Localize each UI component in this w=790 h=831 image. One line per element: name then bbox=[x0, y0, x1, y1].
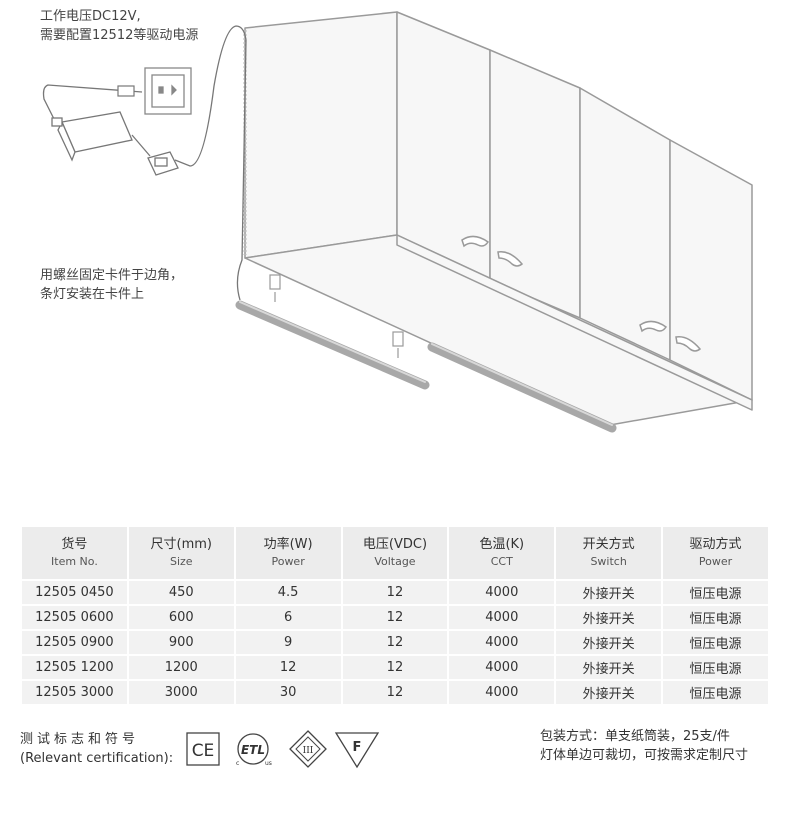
cell-cct: 4000 bbox=[449, 581, 555, 604]
cell-voltage: 12 bbox=[342, 681, 448, 704]
cabinet-bottom-front-edge bbox=[396, 234, 753, 411]
mount-note-line2: 条灯安装在卡件上 bbox=[40, 287, 145, 302]
table-row: 12505 0900 900 9 12 4000 外接开关 恒压电源 bbox=[22, 631, 768, 654]
mounting-clip bbox=[269, 274, 281, 290]
certification-icons: CE ETL c us III F bbox=[186, 730, 380, 769]
door-handle bbox=[639, 320, 668, 333]
etl-c-label: c bbox=[236, 760, 239, 767]
cell-size: 600 bbox=[128, 606, 234, 629]
door-handle bbox=[675, 336, 702, 352]
etl-mark-icon: ETL bbox=[241, 743, 265, 757]
mount-note: 用螺丝固定卡件于边角， 条灯安装在卡件上 bbox=[40, 266, 183, 304]
cell-switch: 外接开关 bbox=[556, 581, 662, 604]
cell-power: 9 bbox=[235, 631, 341, 654]
socket-hole-icon bbox=[171, 84, 177, 96]
cell-drive: 恒压电源 bbox=[663, 606, 768, 629]
class3-mark-inner bbox=[295, 736, 321, 762]
cell-power: 12 bbox=[235, 656, 341, 679]
cell-power: 4.5 bbox=[235, 581, 341, 604]
cell-drive: 恒压电源 bbox=[663, 681, 768, 704]
f-mark-icon: F bbox=[353, 740, 362, 755]
packaging-line1: 包装方式：单支纸筒装，25支/件 bbox=[540, 729, 730, 744]
cell-size: 900 bbox=[128, 631, 234, 654]
cabinet-side-panel bbox=[244, 11, 398, 259]
cell-drive: 恒压电源 bbox=[663, 631, 768, 654]
adapter-connector bbox=[51, 117, 63, 127]
header-voltage: 电压(VDC)Voltage bbox=[342, 527, 448, 579]
cell-switch: 外接开关 bbox=[556, 681, 662, 704]
cell-size: 3000 bbox=[128, 681, 234, 704]
packaging-info: 包装方式：单支纸筒装，25支/件 灯体单边可裁切，可按需求定制尺寸 bbox=[540, 727, 748, 765]
cabinet-door bbox=[669, 139, 753, 401]
power-adapter-side bbox=[57, 120, 76, 162]
power-note-line2: 需要配置12512等驱动电源 bbox=[40, 28, 199, 43]
power-note: 工作电压DC12V, 需要配置12512等驱动电源 bbox=[40, 7, 198, 45]
wall-socket-inner bbox=[151, 74, 185, 108]
class3-mark-frame bbox=[289, 730, 327, 768]
cell-size: 1200 bbox=[128, 656, 234, 679]
cell-voltage: 12 bbox=[342, 606, 448, 629]
table-row: 12505 0450 450 4.5 12 4000 外接开关 恒压电源 bbox=[22, 581, 768, 604]
ce-mark-frame bbox=[186, 732, 220, 766]
power-cable bbox=[174, 25, 247, 301]
mount-note-line1: 用螺丝固定卡件于边角， bbox=[40, 268, 184, 283]
mounting-clip bbox=[392, 331, 404, 347]
cell-drive: 恒压电源 bbox=[663, 581, 768, 604]
header-size: 尺寸(mm)Size bbox=[128, 527, 234, 579]
etl-us-label: us bbox=[265, 760, 272, 767]
certification-label-cn: 测试标志和符号 bbox=[20, 732, 140, 747]
header-cct: 色温(K)CCT bbox=[449, 527, 555, 579]
cell-voltage: 12 bbox=[342, 656, 448, 679]
door-handle bbox=[461, 235, 490, 248]
cell-power: 30 bbox=[235, 681, 341, 704]
cell-item-no: 12505 1200 bbox=[22, 656, 127, 679]
plug-cable bbox=[42, 84, 143, 120]
socket-hole-icon bbox=[158, 86, 164, 94]
led-bar bbox=[235, 300, 430, 390]
table-row: 12505 1200 1200 12 12 4000 外接开关 恒压电源 bbox=[22, 656, 768, 679]
table-row: 12505 0600 600 6 12 4000 外接开关 恒压电源 bbox=[22, 606, 768, 629]
cell-size: 450 bbox=[128, 581, 234, 604]
door-handle bbox=[497, 251, 524, 267]
header-power-watt: 功率(W)Power bbox=[235, 527, 341, 579]
certification-label-en: (Relevant certification): bbox=[20, 751, 174, 766]
ce-mark-icon: CE bbox=[192, 741, 215, 761]
cell-voltage: 12 bbox=[342, 631, 448, 654]
cell-drive: 恒压电源 bbox=[663, 656, 768, 679]
certification-label: 测试标志和符号 (Relevant certification): bbox=[20, 730, 173, 768]
led-bar-highlight bbox=[431, 343, 613, 426]
cabinet-door bbox=[579, 87, 671, 361]
packaging-line2: 灯体单边可裁切，可按需求定制尺寸 bbox=[540, 748, 749, 763]
cell-switch: 外接开关 bbox=[556, 631, 662, 654]
f-mark-frame bbox=[334, 732, 380, 769]
cell-item-no: 12505 0450 bbox=[22, 581, 127, 604]
cabinet-door bbox=[489, 49, 581, 319]
cell-item-no: 12505 0900 bbox=[22, 631, 127, 654]
cell-switch: 外接开关 bbox=[556, 656, 662, 679]
plug-icon bbox=[117, 85, 135, 97]
led-bar bbox=[427, 342, 617, 433]
table-row: 12505 3000 3000 30 12 4000 外接开关 恒压电源 bbox=[22, 681, 768, 704]
power-note-line1: 工作电压DC12V, bbox=[40, 9, 141, 24]
cell-switch: 外接开关 bbox=[556, 606, 662, 629]
connector-box-port bbox=[154, 157, 168, 167]
cell-cct: 4000 bbox=[449, 606, 555, 629]
cell-item-no: 12505 3000 bbox=[22, 681, 127, 704]
cell-cct: 4000 bbox=[449, 656, 555, 679]
etl-mark-circle bbox=[237, 733, 269, 765]
cell-voltage: 12 bbox=[342, 581, 448, 604]
adapter-cable bbox=[131, 134, 151, 157]
cell-cct: 4000 bbox=[449, 631, 555, 654]
led-bar-highlight bbox=[239, 301, 426, 383]
cell-cct: 4000 bbox=[449, 681, 555, 704]
class3-mark-icon: III bbox=[303, 746, 314, 756]
cell-power: 6 bbox=[235, 606, 341, 629]
cell-item-no: 12505 0600 bbox=[22, 606, 127, 629]
installation-illustration bbox=[42, 11, 753, 433]
